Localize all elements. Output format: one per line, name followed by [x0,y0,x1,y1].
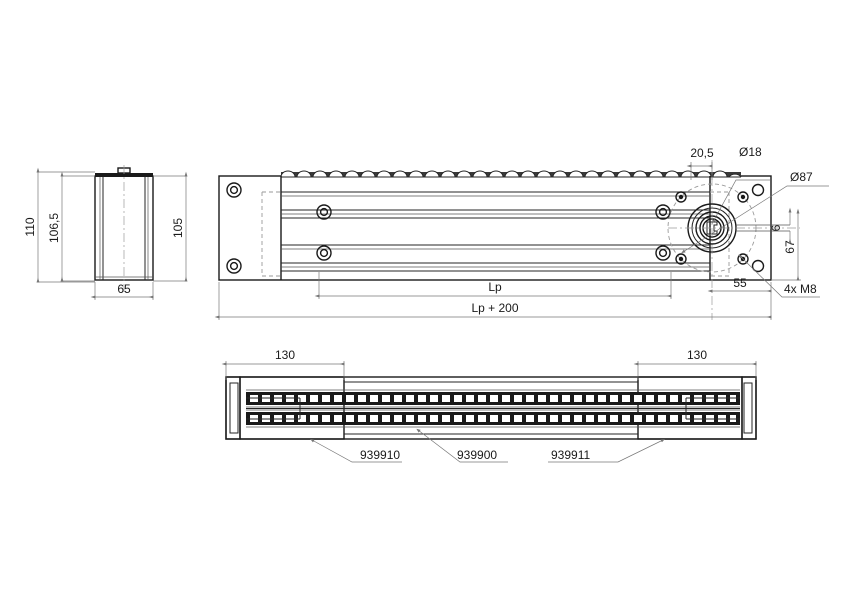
section-view-dimensions: 130 130 [221,348,757,380]
end-view-geometry [94,165,154,292]
end-view-dimensions: 110 106,5 105 65 [23,167,188,300]
callout-4x-m8: 4x M8 [784,282,817,296]
part-number-939911: 939911 [551,448,590,462]
callout-dia18: Ø18 [739,145,762,159]
top-view-geometry [218,160,800,320]
inner-bosses-left [316,204,332,261]
toothed-strip [280,170,742,178]
dim-67: 67 [783,240,797,254]
part-number-939910: 939910 [360,448,400,462]
corner-holes-right [751,183,765,273]
dim-6: 6 [769,224,783,231]
dim-105: 105 [171,218,185,238]
dim-lp-200: Lp + 200 [471,301,518,315]
dim-106-5: 106,5 [47,213,61,243]
dim-65: 65 [117,282,131,296]
dim-130-right: 130 [687,348,707,362]
dim-55: 55 [733,276,747,290]
part-number-939900: 939900 [457,448,497,462]
dim-110: 110 [23,217,37,236]
dim-130-left: 130 [275,348,295,362]
rail-lines [281,191,710,272]
m8-holes [675,191,749,265]
top-view-dimensions: Lp Lp + 200 20,5 55 67 6 Ø18 [214,145,829,320]
dim-lp: Lp [488,280,502,294]
callout-dia87: Ø87 [790,170,813,184]
dim-20-5: 20,5 [690,146,714,160]
mounting-bosses-left [226,182,242,274]
section-view-part-callouts: 939910 939900 939911 [310,428,665,463]
belt-bands [246,389,740,428]
section-view-geometry [225,376,757,440]
inner-bosses-right [655,204,671,261]
